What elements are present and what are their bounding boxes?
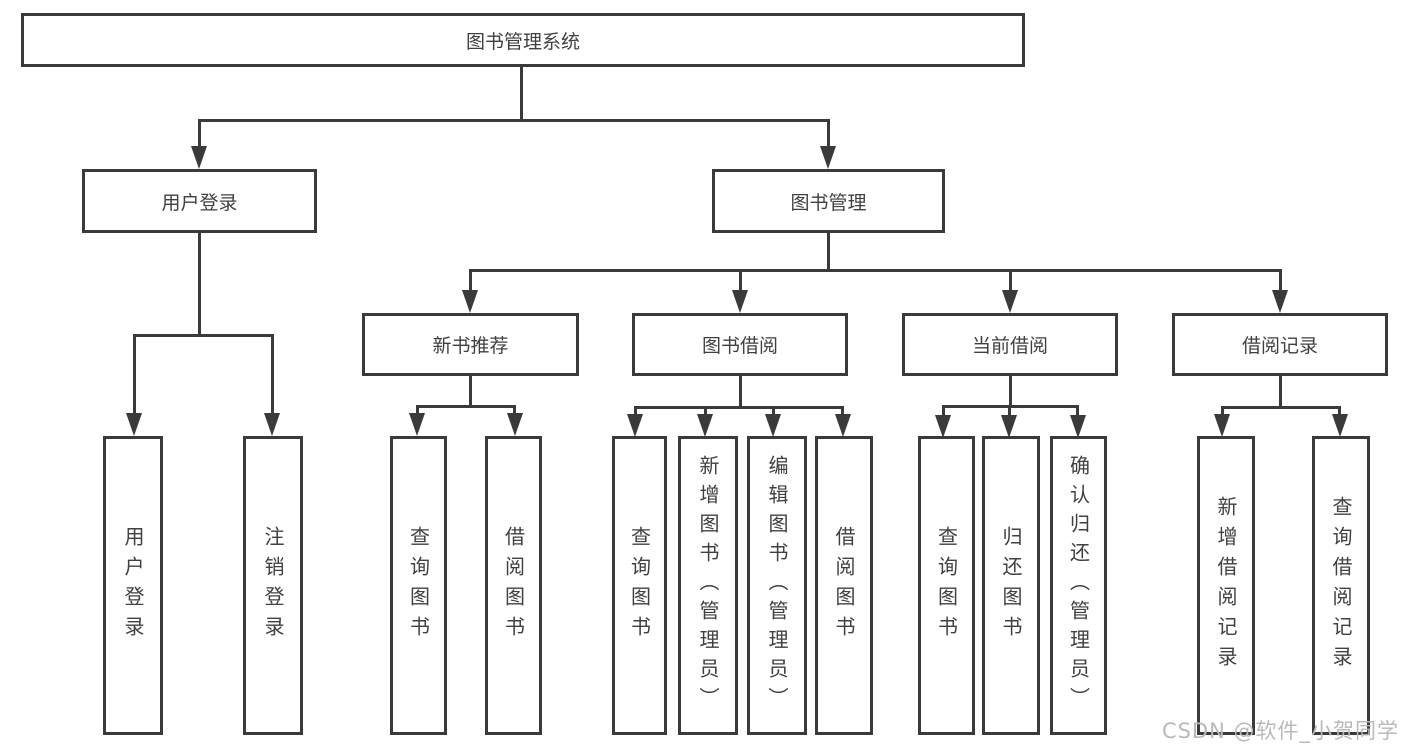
connector-vline [198, 119, 201, 147]
connector-vline [827, 232, 830, 272]
connector-vline [739, 269, 742, 291]
connector-vline [1076, 405, 1079, 416]
connector-vline [841, 406, 844, 416]
leaf-borrow-books-borrowing: 借阅图书 [815, 436, 873, 735]
leaf-label: 查询图书 [627, 525, 652, 646]
connector-vline [513, 405, 516, 415]
arrowhead-down [264, 413, 280, 436]
leaf-confirm-return-admin: 确认归还（管理员） [1050, 436, 1107, 735]
node-borrowing-records: 借阅记录 [1172, 313, 1388, 376]
leaf-label: 新增借阅记录 [1214, 495, 1238, 676]
leaf-label: 查询借阅记录 [1329, 495, 1353, 676]
arrowhead-down [627, 414, 643, 437]
connector-hline [133, 334, 274, 337]
arrowhead-down [191, 146, 207, 169]
connector-vline [1009, 269, 1012, 291]
node-book-management: 图书管理 [712, 169, 945, 233]
connector-vline [704, 406, 707, 416]
arrowhead-down [1002, 290, 1018, 313]
connector-vline [827, 119, 830, 147]
leaf-label: 查询图书 [934, 525, 959, 646]
connector-vline [133, 334, 136, 414]
arrowhead-down [409, 413, 425, 436]
node-user-login: 用户登录 [82, 169, 317, 233]
connector-vline [198, 232, 201, 337]
leaf-edit-book-admin: 编辑图书（管理员） [747, 436, 807, 735]
leaf-user-login: 用户登录 [103, 436, 163, 735]
connector-vline [1221, 406, 1224, 415]
leaf-query-books-borrowing: 查询图书 [612, 436, 667, 735]
arrowhead-down [1272, 290, 1288, 313]
leaf-query-borrow-record: 查询借阅记录 [1312, 436, 1370, 735]
arrowhead-down [507, 413, 523, 436]
connector-vline [271, 334, 274, 414]
node-label: 图书借阅 [701, 335, 778, 357]
arrowhead-down [1070, 415, 1086, 438]
arrowhead-down [835, 414, 851, 437]
connector-vline [469, 375, 472, 408]
arrowhead-down [126, 413, 142, 436]
connector-vline [1279, 375, 1282, 409]
node-label: 当前借阅 [971, 335, 1048, 357]
node-current-borrowing: 当前借阅 [902, 313, 1118, 376]
arrowhead-down [1214, 414, 1230, 437]
leaf-label: 借阅图书 [501, 525, 526, 646]
connector-vline [772, 406, 775, 416]
arrowhead-down [765, 414, 781, 437]
leaf-label: 借阅图书 [832, 525, 856, 646]
node-library-management-system: 图书管理系统 [21, 13, 1025, 67]
connector-hline [198, 119, 830, 122]
leaf-logout: 注销登录 [243, 436, 303, 735]
connector-vline [739, 375, 742, 409]
node-label: 图书管理 [790, 191, 867, 214]
arrowhead-down [697, 414, 713, 437]
connector-vline [634, 406, 637, 416]
connector-vline [1279, 269, 1282, 291]
node-label: 借阅记录 [1241, 335, 1318, 357]
node-label: 图书管理系统 [465, 30, 580, 53]
arrowhead-down [1001, 415, 1017, 438]
connector-vline [1009, 376, 1012, 408]
leaf-borrow-books-recommend: 借阅图书 [485, 436, 542, 735]
connector-hline [469, 269, 1282, 272]
connector-vline [1338, 406, 1341, 415]
leaf-add-borrow-record: 新增借阅记录 [1197, 436, 1255, 735]
leaf-query-books-current: 查询图书 [918, 436, 975, 735]
leaf-label: 查询图书 [406, 525, 431, 646]
node-label: 用户登录 [161, 191, 238, 214]
leaf-label: 确认归还（管理员） [1066, 455, 1091, 716]
leaf-label: 编辑图书（管理员） [765, 455, 789, 716]
node-new-book-recommendation: 新书推荐 [362, 313, 579, 376]
connector-vline [469, 269, 472, 291]
leaf-label: 归还图书 [999, 525, 1023, 646]
arrowhead-down [462, 290, 478, 313]
connector-vline [520, 66, 523, 121]
connector-hline [1221, 406, 1341, 409]
connector-hline [416, 405, 516, 408]
leaf-return-books: 归还图书 [982, 436, 1040, 735]
leaf-label: 用户登录 [121, 525, 145, 646]
leaf-label: 新增图书（管理员） [696, 455, 720, 716]
node-book-borrowing: 图书借阅 [632, 313, 848, 376]
arrowhead-down [1332, 414, 1348, 437]
leaf-label: 注销登录 [261, 525, 285, 646]
arrowhead-down [935, 415, 951, 438]
connector-hline [634, 406, 844, 409]
connector-vline [942, 405, 945, 416]
watermark: CSDN @软件_小贺同学 [1161, 719, 1399, 743]
arrowhead-down [732, 290, 748, 313]
node-label: 新书推荐 [432, 335, 509, 357]
connector-vline [1008, 405, 1011, 416]
leaf-query-books-recommend: 查询图书 [390, 436, 447, 735]
arrowhead-down [820, 146, 836, 169]
leaf-add-book-admin: 新增图书（管理员） [678, 436, 738, 735]
connector-vline [416, 405, 419, 415]
